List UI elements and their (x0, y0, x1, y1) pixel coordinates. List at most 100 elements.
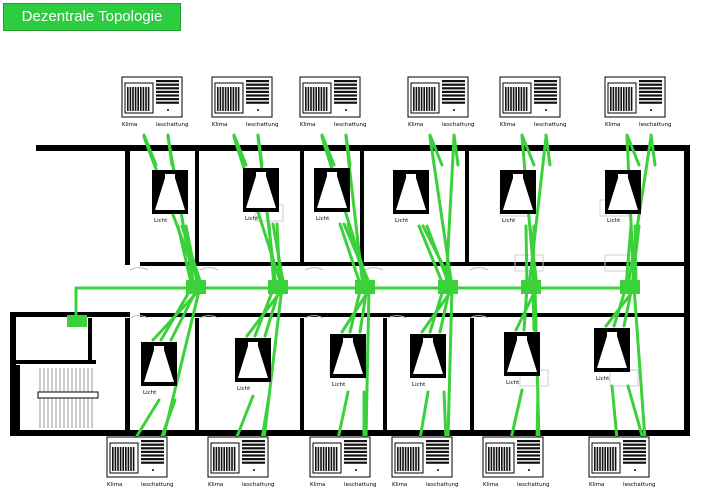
top-lamp-1: Licht (152, 170, 188, 224)
link-line (180, 224, 204, 289)
link-line (428, 133, 444, 167)
climate-bar (488, 447, 490, 471)
shading-slat (141, 447, 164, 450)
link-line (514, 285, 539, 332)
shading-slat (344, 458, 367, 461)
climate-bar (333, 447, 335, 471)
label-beschattung: Ieschattung (534, 122, 567, 128)
climate-bar (132, 447, 135, 471)
climate-bar (328, 447, 330, 471)
climate-bar (506, 447, 508, 471)
climate-bar (315, 87, 317, 111)
shading-slat (639, 80, 662, 83)
hub-node-6 (620, 280, 640, 294)
lamp-head (517, 336, 527, 340)
label-beschattung: Ieschattung (334, 122, 367, 128)
shading-slat (246, 80, 269, 83)
climate-bar (623, 87, 625, 111)
wall (684, 145, 690, 435)
shading-slat (623, 447, 646, 450)
shading-slat (426, 447, 449, 450)
label-beschattung: Ieschattung (639, 122, 672, 128)
link-line (625, 133, 641, 167)
label-licht: Licht (395, 218, 409, 224)
climate-bar (620, 87, 622, 111)
shading-slat (242, 458, 265, 461)
climate-bar (320, 447, 322, 471)
lamp-head (423, 338, 433, 342)
lamp-head (406, 174, 416, 178)
climate-bar (147, 87, 150, 111)
link-line (133, 398, 161, 441)
link-line (176, 224, 194, 289)
link-line (446, 285, 454, 441)
climate-bar (112, 447, 114, 471)
label-licht: Licht (502, 218, 516, 224)
label-licht: Licht (237, 386, 251, 392)
shading-slat (242, 454, 265, 457)
lamp-cone (144, 350, 174, 382)
wall (10, 430, 690, 436)
climate-bar (614, 447, 617, 471)
lamp-cone (317, 176, 347, 208)
shading-dot (355, 469, 357, 471)
shading-slat (344, 450, 367, 453)
link-line (417, 224, 446, 289)
wall (360, 150, 364, 265)
lamp-head (607, 332, 617, 336)
link-line (442, 390, 448, 441)
climate-bar (507, 87, 510, 111)
climate-bar (515, 87, 517, 111)
climate-bar (410, 447, 412, 471)
shading-slat (623, 443, 646, 446)
wall (300, 318, 304, 435)
desk-outline (609, 369, 639, 387)
climate-bar (227, 87, 229, 111)
shading-slat (156, 80, 179, 83)
climate-bar (512, 87, 515, 111)
lamp-cone (608, 178, 638, 210)
wall (470, 318, 474, 435)
climate-bar (495, 447, 498, 471)
shading-dot (152, 469, 154, 471)
climate-bar (320, 87, 323, 111)
climate-bar (310, 87, 312, 111)
wall (140, 313, 685, 317)
shading-slat (344, 447, 367, 450)
climate-bar (215, 447, 218, 471)
shading-slat (242, 440, 265, 443)
climate-bar (222, 87, 224, 111)
lamp-cone (413, 342, 443, 374)
climate-bar (213, 447, 215, 471)
climate-bar (218, 447, 220, 471)
label-licht: Licht (506, 380, 520, 386)
link-line (271, 222, 286, 289)
shading-slat (639, 90, 662, 93)
label-klima: Klima (408, 122, 423, 128)
shading-slat (242, 461, 265, 464)
climate-bar (615, 87, 617, 111)
climate-bar (609, 447, 612, 471)
label-beschattung: Ieschattung (517, 482, 550, 488)
label-beschattung: Ieschattung (246, 122, 279, 128)
shading-slat (334, 87, 357, 90)
label-klima: Klima (122, 122, 137, 128)
hub-node-5 (521, 280, 541, 294)
label-klima: Klima (208, 482, 223, 488)
shading-slat (246, 83, 269, 86)
climate-bar (397, 447, 399, 471)
wall (465, 150, 469, 265)
climate-bar (237, 87, 240, 111)
shading-slat (344, 440, 367, 443)
shading-slat (344, 443, 367, 446)
lamp-head (154, 346, 164, 350)
shading-slat (623, 454, 646, 457)
shading-slat (442, 101, 465, 104)
shading-slat (623, 440, 646, 443)
